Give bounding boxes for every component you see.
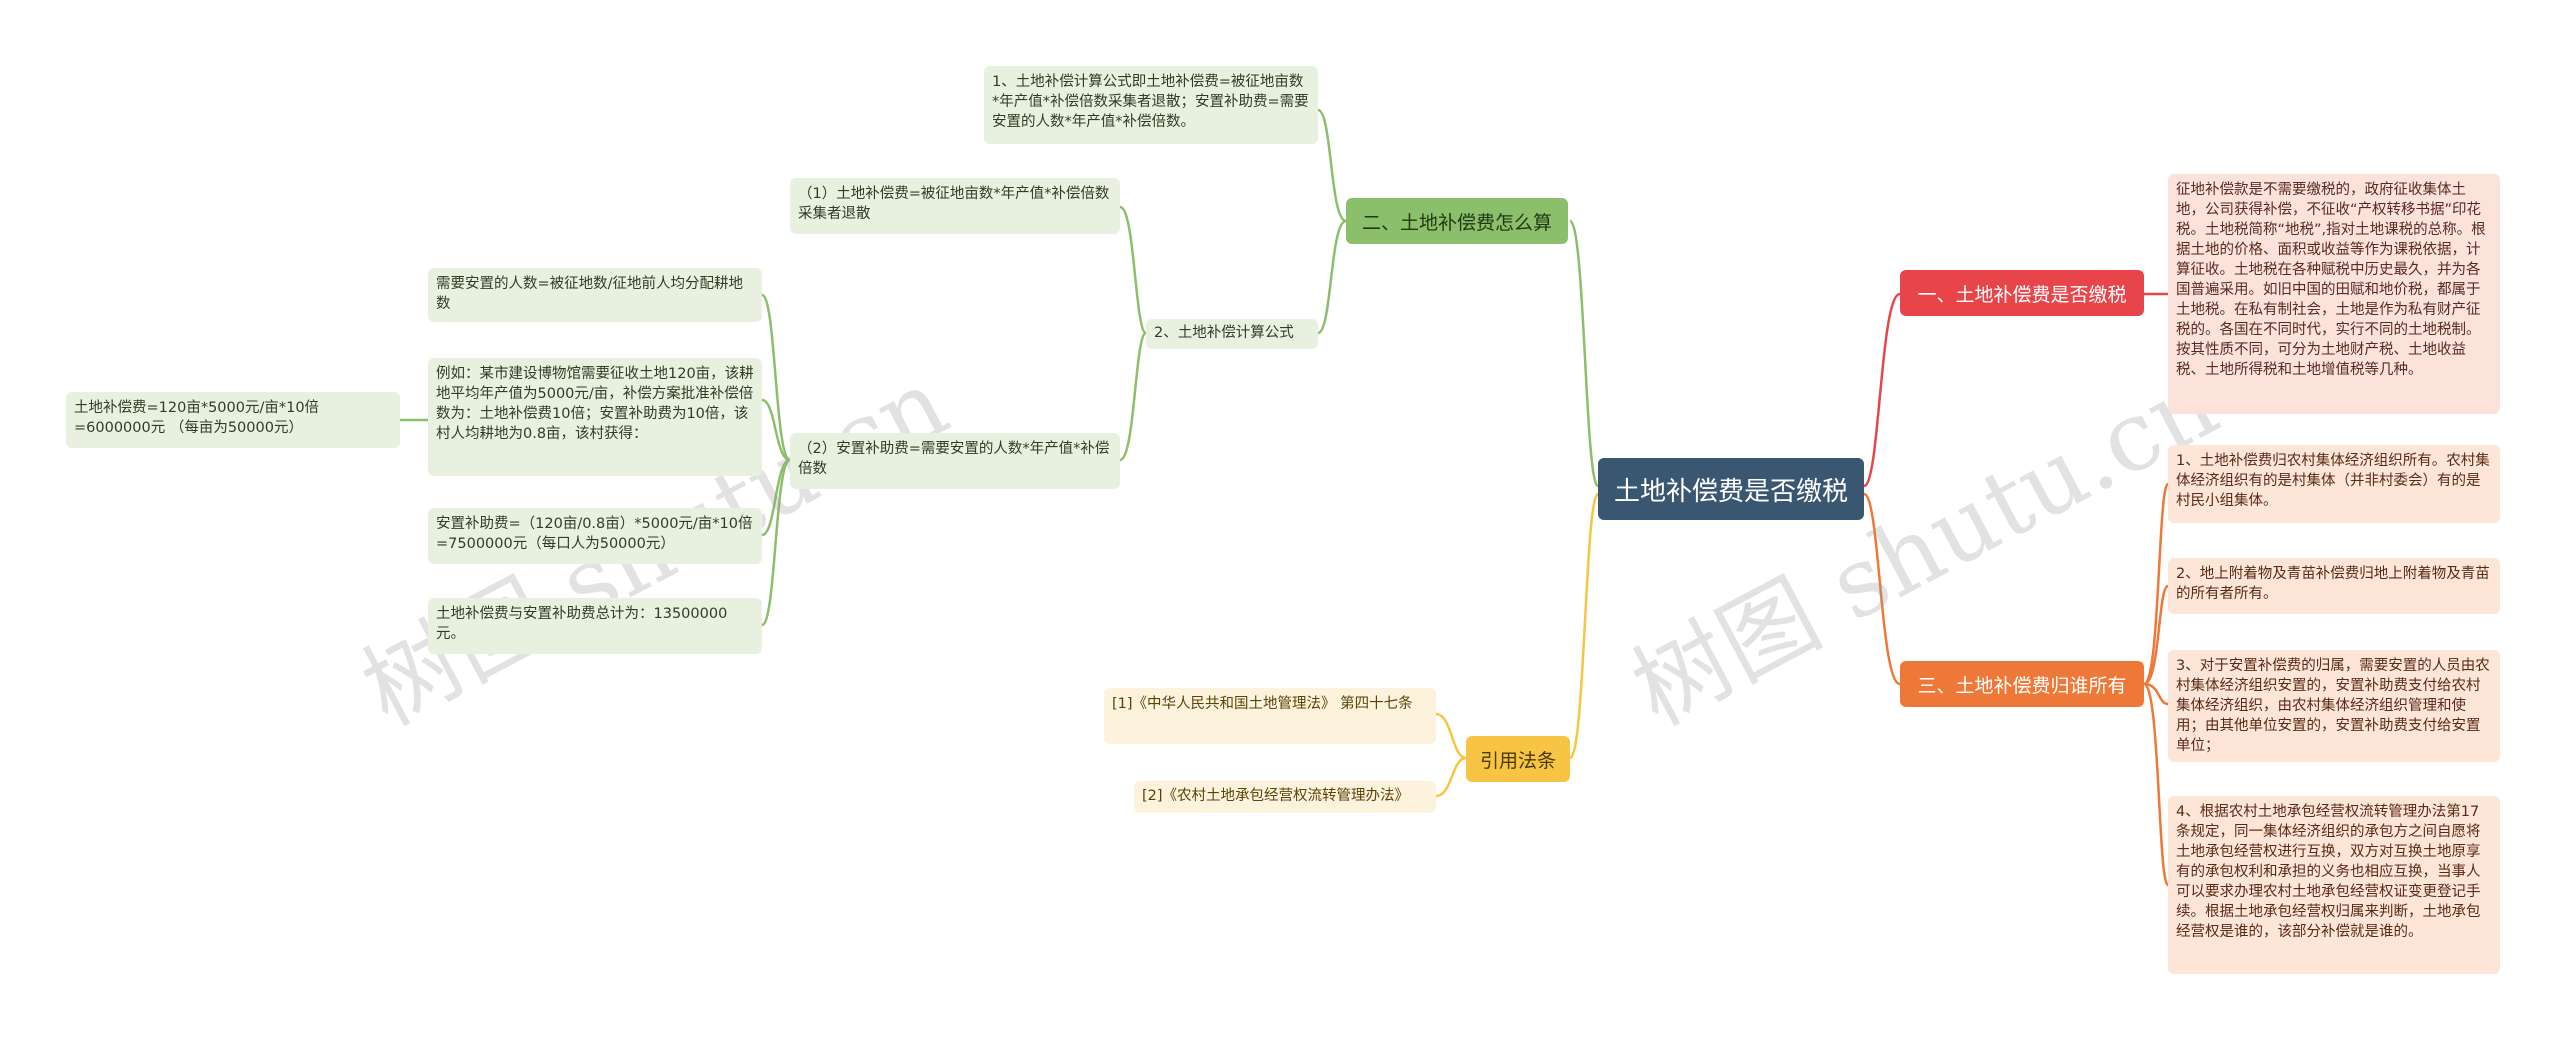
link-b3-leaves: [2142, 482, 2170, 887]
calc-formula-summary[interactable]: 1、土地补偿计算公式即土地补偿费=被征地亩数*年产值*补偿倍数采集者退散；安置补…: [984, 66, 1318, 144]
formula-land-compensation[interactable]: （1）土地补偿费=被征地亩数*年产值*补偿倍数采集者退散: [790, 178, 1120, 234]
branch-calculation[interactable]: 二、土地补偿费怎么算: [1346, 198, 1568, 244]
ownership-leaf-2[interactable]: 2、地上附着物及青苗补偿费归地上附着物及青苗的所有者所有。: [2168, 558, 2500, 614]
branch-tax[interactable]: 一、土地补偿费是否缴税: [1900, 270, 2144, 316]
link-center-b3: [1862, 492, 1901, 686]
central-topic[interactable]: 土地补偿费是否缴税: [1598, 458, 1864, 520]
link-center-b2: [1568, 219, 1600, 488]
link-b4-refs: [1435, 712, 1467, 798]
reference-1[interactable]: [1]《中华人民共和国土地管理法》 第四十七条: [1104, 688, 1436, 744]
tax-detail-leaf[interactable]: 征地补偿款是不需要缴税的，政府征收集体土地，公司获得补偿，不征收“产权转移书据”…: [2168, 174, 2500, 414]
calc-formula-subtopic[interactable]: 2、土地补偿计算公式: [1146, 319, 1318, 349]
link-b2sub-children: [1119, 205, 1148, 462]
reference-2[interactable]: [2]《农村土地承包经营权流转管理办法》: [1134, 781, 1436, 813]
branch-ownership[interactable]: 三、土地补偿费归谁所有: [1900, 661, 2144, 707]
detail-resettle-count[interactable]: 需要安置的人数=被征地数/征地前人均分配耕地数: [428, 268, 762, 322]
detail-land-compensation-amount[interactable]: 土地补偿费=120亩*5000元/亩*10倍=6000000元 （每亩为5000…: [66, 392, 400, 448]
link-b2-children: [1317, 108, 1347, 335]
formula-resettlement-subsidy[interactable]: （2）安置补助费=需要安置的人数*年产值*补偿倍数: [790, 433, 1120, 489]
detail-resettle-amount[interactable]: 安置补助费=（120亩/0.8亩）*5000元/亩*10倍=7500000元（每…: [428, 508, 762, 564]
branch-references[interactable]: 引用法条: [1466, 736, 1570, 782]
detail-total-amount[interactable]: 土地补偿费与安置补助费总计为：13500000元。: [428, 598, 762, 654]
link-formula2-details: [760, 293, 792, 627]
ownership-leaf-1[interactable]: 1、土地补偿费归农村集体经济组织所有。农村集体经济组织有的是村集体（并非村委会）…: [2168, 445, 2500, 523]
ownership-leaf-4[interactable]: 4、根据农村土地承包经营权流转管理办法第17条规定，同一集体经济组织的承包方之间…: [2168, 796, 2500, 974]
link-center-b1: [1862, 292, 1901, 488]
ownership-leaf-3[interactable]: 3、对于安置补偿费的归属，需要安置的人员由农村集体经济组织安置的，安置补助费支付…: [2168, 650, 2500, 762]
detail-example[interactable]: 例如：某市建设博物馆需要征收土地120亩，该耕地平均年产值为5000元/亩，补偿…: [428, 358, 762, 476]
link-center-b4: [1568, 492, 1600, 760]
